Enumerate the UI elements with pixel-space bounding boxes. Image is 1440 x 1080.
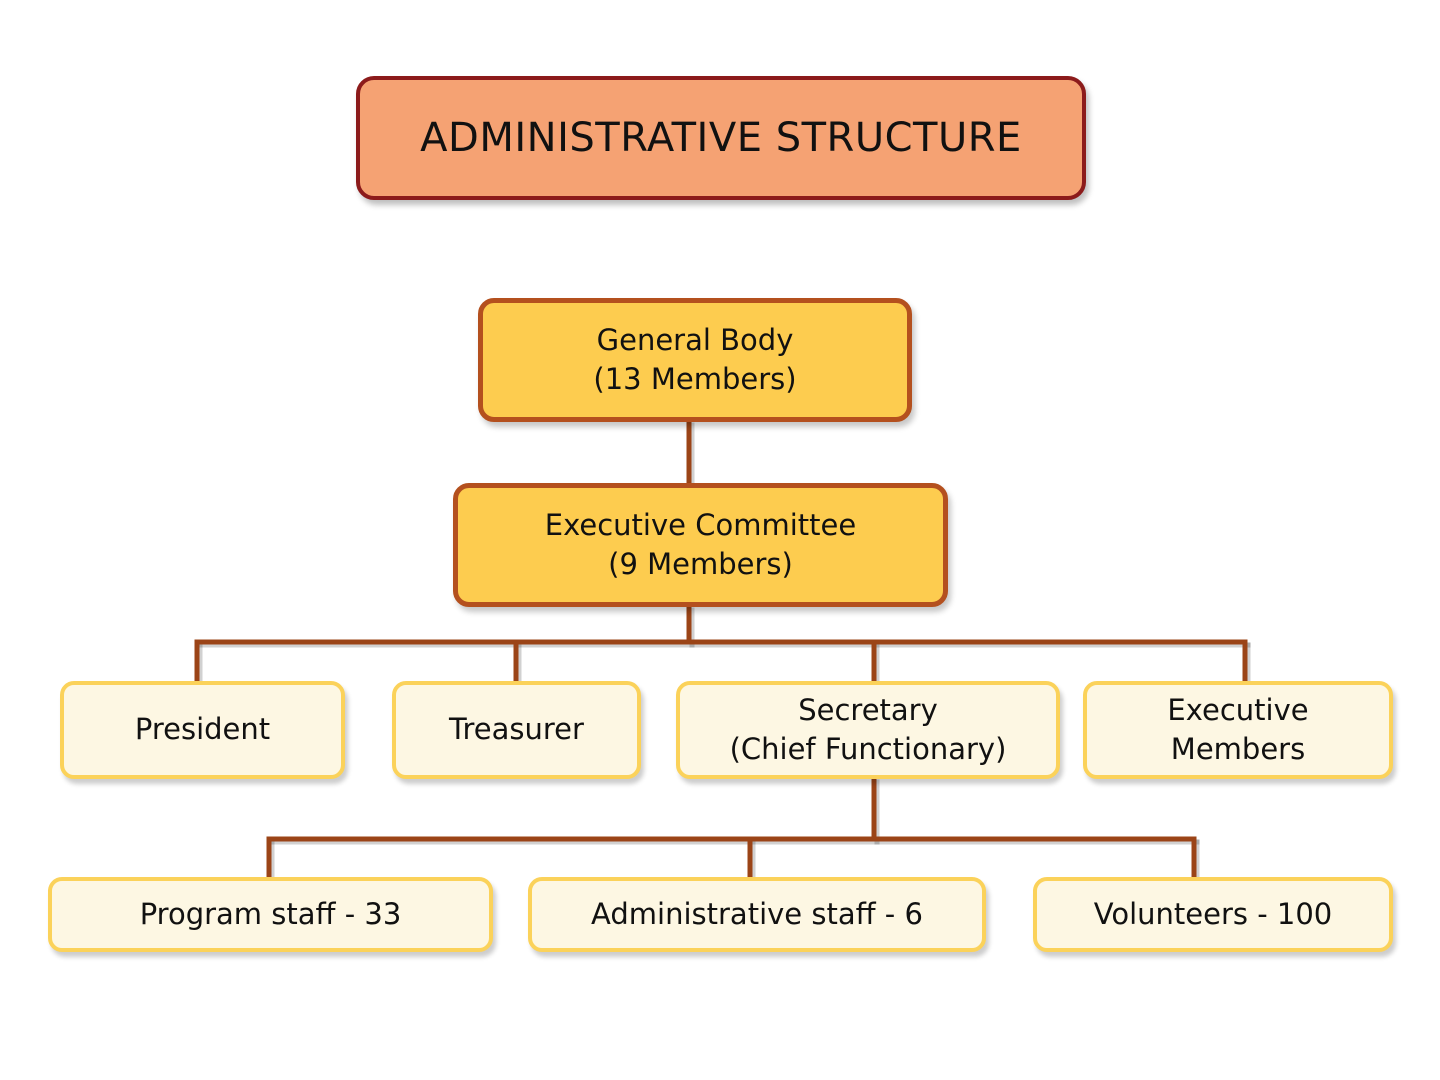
general-body-node: General Body (13 Members) bbox=[478, 298, 912, 422]
executive-committee-label: Executive Committee bbox=[544, 507, 857, 542]
secretary-node: Secretary (Chief Functionary) bbox=[676, 681, 1060, 779]
executive-members-label-line2: Members bbox=[1170, 732, 1306, 766]
secretary-sublabel: (Chief Functionary) bbox=[729, 732, 1007, 766]
president-label: President bbox=[134, 712, 271, 747]
general-body-count: (13 Members) bbox=[593, 362, 797, 396]
general-body-label: General Body bbox=[596, 322, 794, 357]
volunteers-node: Volunteers - 100 bbox=[1033, 877, 1393, 952]
secretary-label: Secretary bbox=[798, 692, 938, 727]
administrative-staff-label: Administrative staff - 6 bbox=[591, 896, 923, 931]
treasurer-node: Treasurer bbox=[392, 681, 641, 779]
program-staff-node: Program staff - 33 bbox=[48, 877, 493, 952]
president-node: President bbox=[60, 681, 345, 779]
diagram-title: ADMINISTRATIVE STRUCTURE bbox=[420, 115, 1022, 161]
treasurer-label: Treasurer bbox=[449, 712, 584, 747]
executive-committee-node: Executive Committee (9 Members) bbox=[453, 483, 948, 607]
program-staff-label: Program staff - 33 bbox=[139, 896, 402, 931]
executive-members-node: Executive Members bbox=[1083, 681, 1393, 779]
volunteers-label: Volunteers - 100 bbox=[1093, 896, 1333, 931]
title-box: ADMINISTRATIVE STRUCTURE bbox=[356, 76, 1086, 200]
executive-members-label-line1: Executive bbox=[1167, 692, 1309, 727]
administrative-staff-node: Administrative staff - 6 bbox=[528, 877, 986, 952]
executive-committee-count: (9 Members) bbox=[608, 547, 793, 581]
